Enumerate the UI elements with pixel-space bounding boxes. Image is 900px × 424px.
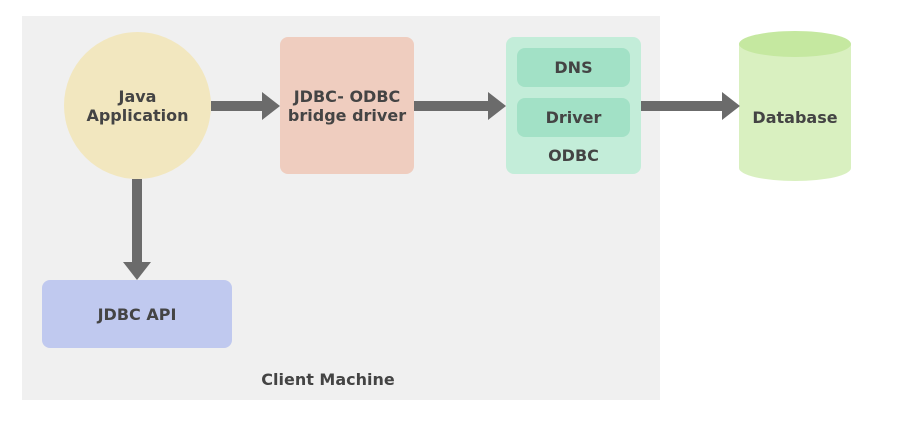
java-application-node: Java Application bbox=[64, 32, 211, 179]
odbc-dns-label: DNS bbox=[554, 58, 593, 77]
arrow-java-to-bridge bbox=[211, 92, 280, 120]
arrow-bridge-to-odbc bbox=[414, 92, 506, 120]
client-machine-label: Client Machine bbox=[261, 370, 395, 389]
arrow-java-to-jdbc-api bbox=[123, 179, 151, 280]
bridge-driver-label-line2: bridge driver bbox=[287, 105, 407, 125]
bridge-driver-label-line1: JDBC- ODBC bbox=[293, 86, 401, 106]
jdbc-api-label: JDBC API bbox=[97, 304, 177, 324]
odbc-dns-node: DNS bbox=[517, 48, 630, 87]
odbc-label: ODBC bbox=[548, 146, 599, 165]
java-application-label-line1: Java bbox=[118, 86, 157, 106]
odbc-driver-label: Driver bbox=[545, 108, 602, 127]
odbc-node: DNS Driver ODBC bbox=[506, 37, 641, 174]
arrow-odbc-to-database bbox=[641, 92, 740, 120]
java-application-label-line2: Application bbox=[86, 105, 189, 125]
odbc-driver-node: Driver bbox=[517, 98, 630, 137]
database-label: Database bbox=[752, 108, 838, 127]
database-cylinder-icon bbox=[739, 31, 851, 181]
jdbc-odbc-bridge-driver-node: JDBC- ODBC bridge driver bbox=[280, 37, 414, 174]
database-node: Database bbox=[738, 30, 852, 182]
jdbc-api-node: JDBC API bbox=[42, 280, 232, 348]
